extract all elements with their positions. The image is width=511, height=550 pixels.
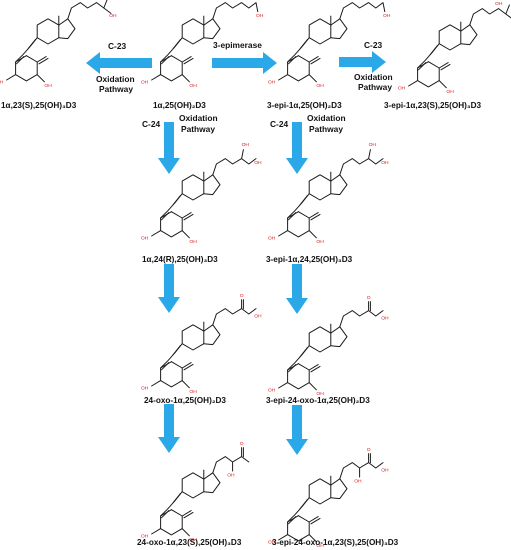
svg-text:OH: OH [495, 1, 503, 7]
structure-3-epi-24-oxo-1a-23s-25-oh3-d3: O OH OH [267, 447, 389, 550]
step-label: C-24 [270, 119, 288, 129]
step-label: Oxidation [354, 72, 393, 82]
compound-label: 3-epi-24-oxo-1α,25(OH)₂D3 [266, 396, 370, 405]
svg-text:OH: OH [254, 314, 262, 320]
structure-3-epi-1a-24-25-oh3-d3: OH OH [267, 142, 389, 246]
compound-label: 24-oxo-1α,23(S),25(OH)₃D3 [137, 538, 242, 547]
step-label: Pathway [358, 82, 392, 92]
svg-text:OH: OH [369, 142, 377, 148]
arrow-c24-right-1 [286, 122, 308, 174]
arrow-c24-left-1 [158, 122, 180, 174]
compound-label: 1α,23(S),25(OH)₃D3 [1, 101, 77, 110]
structure-24-oxo-1a-25-oh2-d3: O OH [140, 293, 262, 396]
svg-text:OH: OH [381, 160, 389, 166]
compound-label: 1α,25(OH)₂D3 [153, 101, 206, 110]
svg-text:OH: OH [227, 472, 235, 478]
svg-text:OH: OH [354, 478, 362, 484]
arrow-c23-left [86, 52, 152, 74]
compound-label: 1α,24(R),25(OH)₃D3 [142, 255, 218, 264]
step-label: C-23 [108, 41, 126, 51]
arrow-right-2 [286, 264, 308, 314]
step-label: C-23 [364, 40, 382, 50]
svg-text:OH: OH [242, 142, 250, 148]
svg-text:OH: OH [383, 13, 391, 19]
compound-label: 3-epi-1α,23(S),25(OH)₃D3 [384, 101, 482, 110]
svg-text:O: O [240, 441, 244, 447]
structure-1a-24r-25-oh3-d3: OH OH [140, 142, 262, 246]
arrow-right-3 [286, 405, 308, 455]
arrow-3-epimerase [212, 52, 277, 74]
svg-text:OH: OH [256, 13, 264, 19]
arrow-left-3 [158, 404, 180, 453]
step-label: Oxidation [307, 113, 346, 123]
step-label: 3-epimerase [213, 40, 262, 50]
arrow-left-2 [158, 264, 180, 313]
structure-3-epi-24-oxo-1a-25-oh2-d3: O OH [267, 295, 389, 398]
svg-text:O: O [367, 447, 371, 453]
compound-label: 3-epi-24-oxo-1α,23(S),25(OH)₃D3 [272, 538, 399, 547]
compound-label: 24-oxo-1α,25(OH)₂D3 [144, 396, 226, 405]
structure-3-epi-1a-23s-25-oh3-d3: OH OH [397, 1, 511, 96]
step-label: Oxidation [179, 113, 218, 123]
step-label: C-24 [142, 119, 160, 129]
compound-label: 3-epi-1α,24,25(OH)₃D3 [266, 255, 353, 264]
arrow-c23-right [339, 51, 386, 73]
structure-24-oxo-1a-23s-25-oh3-d3: O OH [140, 441, 250, 544]
step-label: Oxidation [96, 74, 135, 84]
compound-label: 3-epi-1α,25(OH)₂D3 [267, 101, 342, 110]
svg-text:OH: OH [93, 0, 101, 1]
structure-3-epi-1a-25-oh2-d3: OH [267, 2, 391, 90]
svg-text:OH: OH [381, 468, 389, 474]
svg-text:OH: OH [381, 316, 389, 322]
svg-text:O: O [240, 293, 244, 299]
step-label: Pathway [181, 124, 215, 134]
svg-text:OH: OH [109, 13, 117, 19]
structure-1a-23s-25-oh3-d3: OH OH [0, 0, 117, 90]
step-label: Pathway [99, 84, 133, 94]
svg-text:OH: OH [254, 160, 262, 166]
svg-text:O: O [367, 295, 371, 301]
step-label: Pathway [309, 124, 343, 134]
structure-1a-25-oh2-d3: OH [140, 2, 264, 90]
